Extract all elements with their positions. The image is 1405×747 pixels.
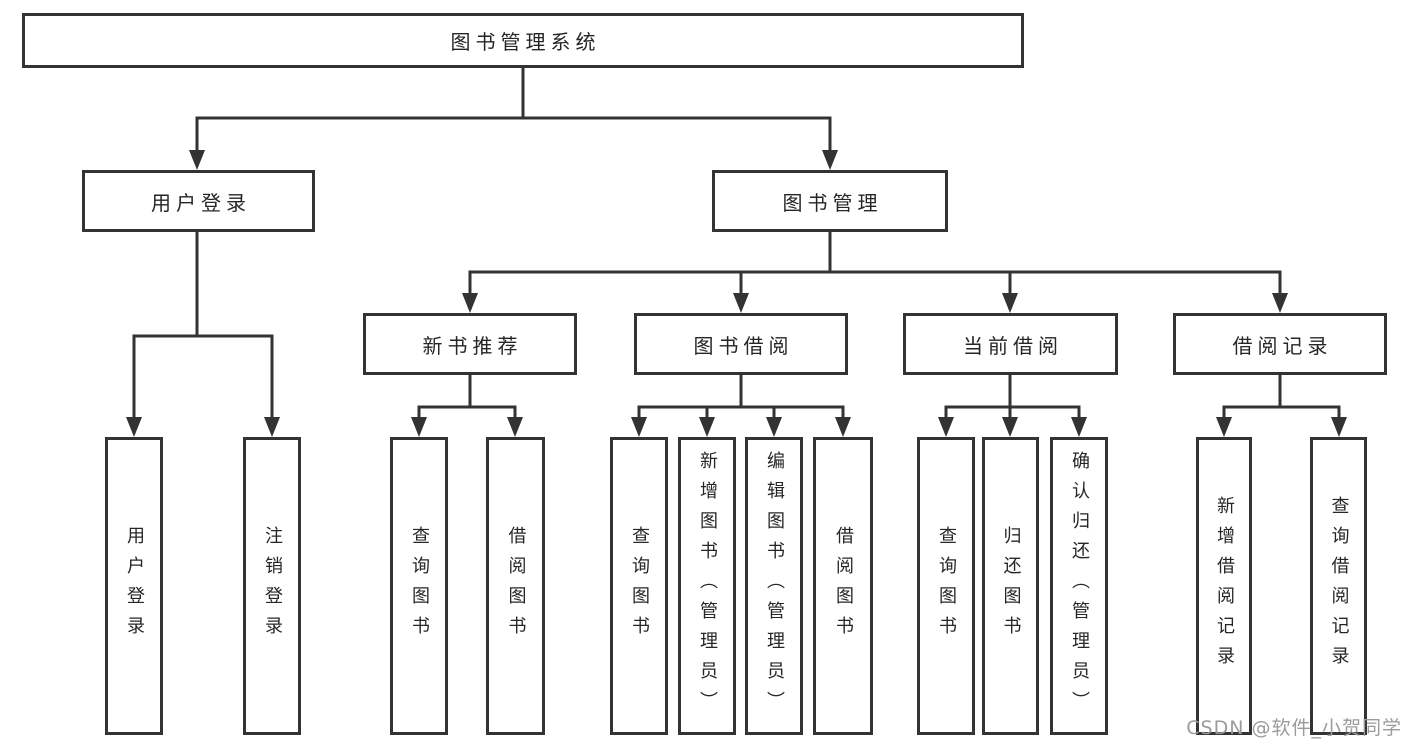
leaf-query-books-recommend: 查询图书 <box>390 437 448 735</box>
leaf-return-books: 归还图书 <box>982 437 1039 735</box>
leaf-borrow-books: 借阅图书 <box>813 437 873 735</box>
leaf-query-books-borrow: 查询图书 <box>610 437 668 735</box>
node-label: 图书借阅 <box>693 333 794 358</box>
leaf-label: 查询借阅记录 <box>1328 496 1350 676</box>
node-borrowing-records: 借阅记录 <box>1173 313 1387 375</box>
node-current-borrowing: 当前借阅 <box>903 313 1118 375</box>
leaf-label: 新增图书（管理员） <box>697 451 718 721</box>
leaf-label: 借阅图书 <box>833 526 854 646</box>
node-label: 用户登录 <box>151 190 251 215</box>
node-label: 当前借阅 <box>963 333 1063 358</box>
leaf-logout: 注销登录 <box>243 437 301 735</box>
leaf-label: 编辑图书（管理员） <box>764 451 785 721</box>
node-new-book-recommendation: 新书推荐 <box>363 313 577 375</box>
leaf-label: 新增借阅记录 <box>1214 496 1235 676</box>
node-book-management: 图书管理 <box>712 170 948 232</box>
leaf-borrow-books-recommend: 借阅图书 <box>486 437 545 735</box>
node-label: 图书管理系统 <box>450 30 601 54</box>
csdn-watermark: CSDN @软件_小贺同学 <box>1186 717 1402 739</box>
leaf-label: 查询图书 <box>936 526 957 646</box>
leaf-query-books-current: 查询图书 <box>917 437 975 735</box>
leaf-label: 确认归还（管理员） <box>1069 451 1090 721</box>
node-book-borrowing: 图书借阅 <box>634 313 848 375</box>
node-label: 新书推荐 <box>422 333 523 358</box>
leaf-label: 归还图书 <box>1000 526 1022 646</box>
node-user-login: 用户登录 <box>82 170 315 232</box>
leaf-query-borrow-record: 查询借阅记录 <box>1310 437 1367 735</box>
leaf-label: 借阅图书 <box>505 526 527 646</box>
leaf-confirm-return-admin: 确认归还（管理员） <box>1050 437 1108 735</box>
leaf-label: 查询图书 <box>409 526 430 646</box>
leaf-label: 用户登录 <box>124 526 145 646</box>
leaf-edit-books-admin: 编辑图书（管理员） <box>745 437 803 735</box>
leaf-add-borrow-record: 新增借阅记录 <box>1196 437 1252 735</box>
node-label: 图书管理 <box>782 190 883 215</box>
leaf-label: 注销登录 <box>262 526 283 646</box>
leaf-label: 查询图书 <box>629 526 650 646</box>
leaf-add-books-admin: 新增图书（管理员） <box>678 437 736 735</box>
node-label: 借阅记录 <box>1232 333 1333 358</box>
leaf-user-login: 用户登录 <box>105 437 163 735</box>
node-library-management-system: 图书管理系统 <box>22 13 1024 68</box>
